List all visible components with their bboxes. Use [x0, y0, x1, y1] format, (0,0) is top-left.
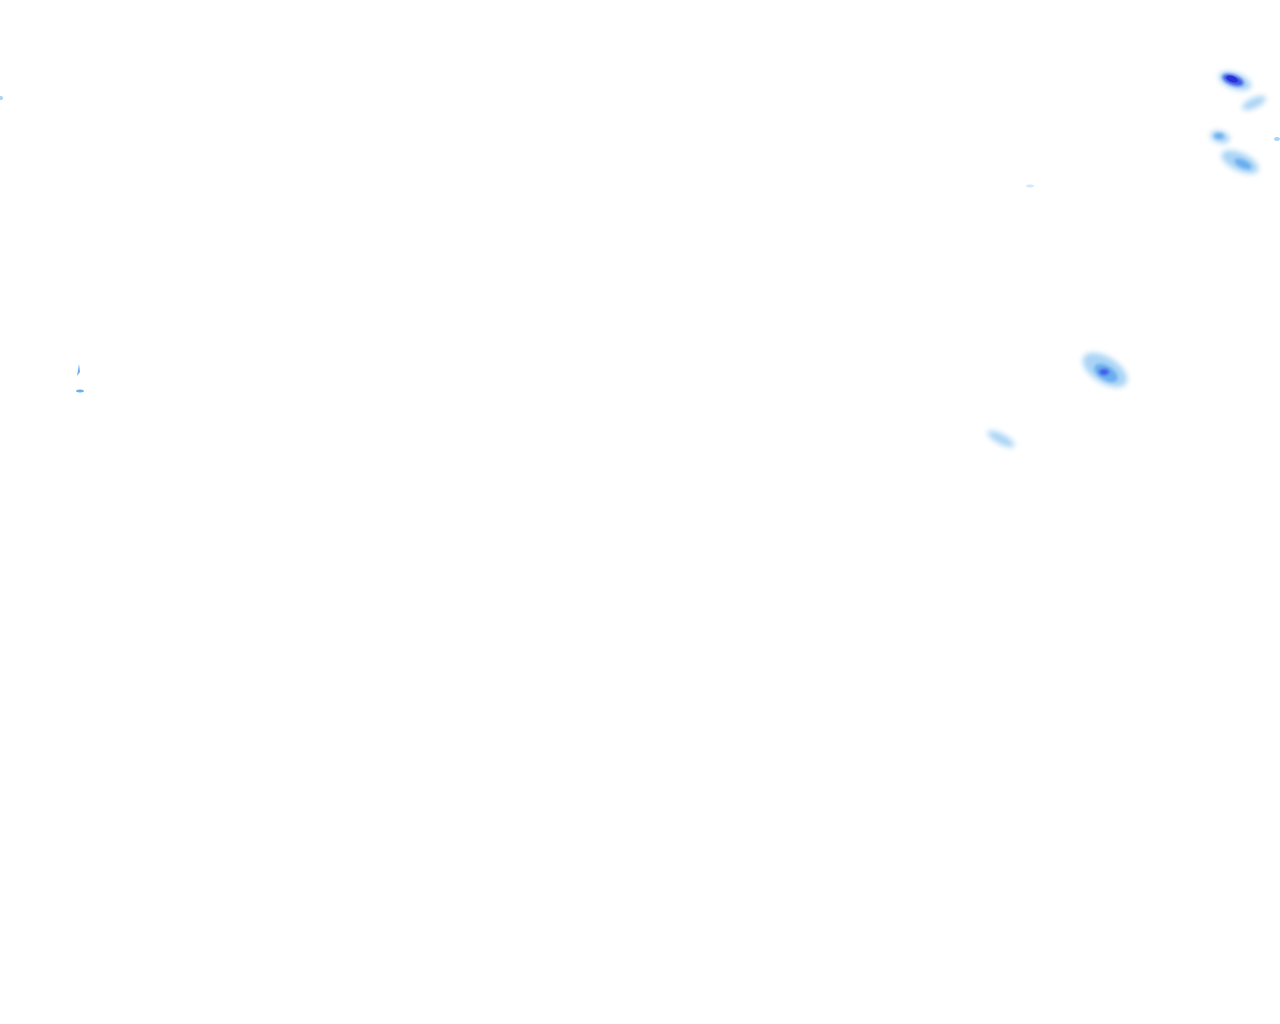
echo-e-1: [1082, 352, 1128, 388]
echo-ne-1: [1218, 71, 1252, 91]
echo-w-1: [76, 364, 84, 393]
echo-specks: [0, 96, 1280, 188]
echo-ne-4: [1221, 150, 1259, 174]
echo-e-2: [987, 430, 1015, 448]
echo-ne-2: [1242, 95, 1266, 111]
echo-ne-3: [1210, 130, 1230, 144]
